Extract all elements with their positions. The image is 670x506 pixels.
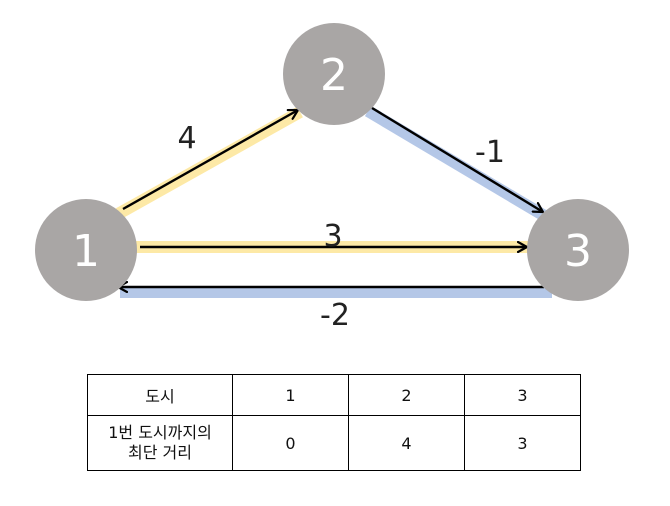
node-1: 1 [35, 199, 137, 301]
table-row-distance: 1번 도시까지의 최단 거리 0 4 3 [87, 415, 581, 471]
distance-header-line2: 최단 거리 [128, 443, 192, 462]
node-2-label: 2 [320, 50, 348, 101]
node-2: 2 [283, 23, 385, 125]
edge-weight-1-2: 4 [177, 121, 196, 156]
edge-weight-3-1: -2 [320, 298, 350, 333]
node-3-label: 3 [564, 226, 592, 277]
node-3: 3 [527, 199, 629, 301]
distance-2-cell: 4 [348, 415, 465, 471]
edge-weight-2-3: -1 [475, 135, 505, 170]
node-1-label: 1 [72, 226, 100, 277]
city-3-cell: 3 [464, 374, 581, 416]
distance-3-cell: 3 [464, 415, 581, 471]
distance-header-cell: 1번 도시까지의 최단 거리 [87, 415, 233, 471]
edge-arrow-2-3 [371, 106, 543, 212]
city-1-cell: 1 [232, 374, 349, 416]
highlight-edge-1-2 [115, 106, 303, 220]
city-2-cell: 2 [348, 374, 465, 416]
table-row-city: 도시 1 2 3 [87, 374, 581, 416]
distance-1-cell: 0 [232, 415, 349, 471]
shortest-distance-table: 도시 1 2 3 1번 도시까지의 최단 거리 0 4 3 [87, 374, 581, 471]
highlight-edge-2-3 [364, 105, 552, 224]
graph-diagram: 4 -1 3 -2 1 2 3 [35, 23, 629, 333]
city-header-cell: 도시 [87, 374, 233, 416]
edge-arrow-1-2 [122, 110, 298, 211]
edge-weight-1-3: 3 [323, 219, 342, 254]
distance-header-line1: 1번 도시까지의 [108, 423, 212, 442]
